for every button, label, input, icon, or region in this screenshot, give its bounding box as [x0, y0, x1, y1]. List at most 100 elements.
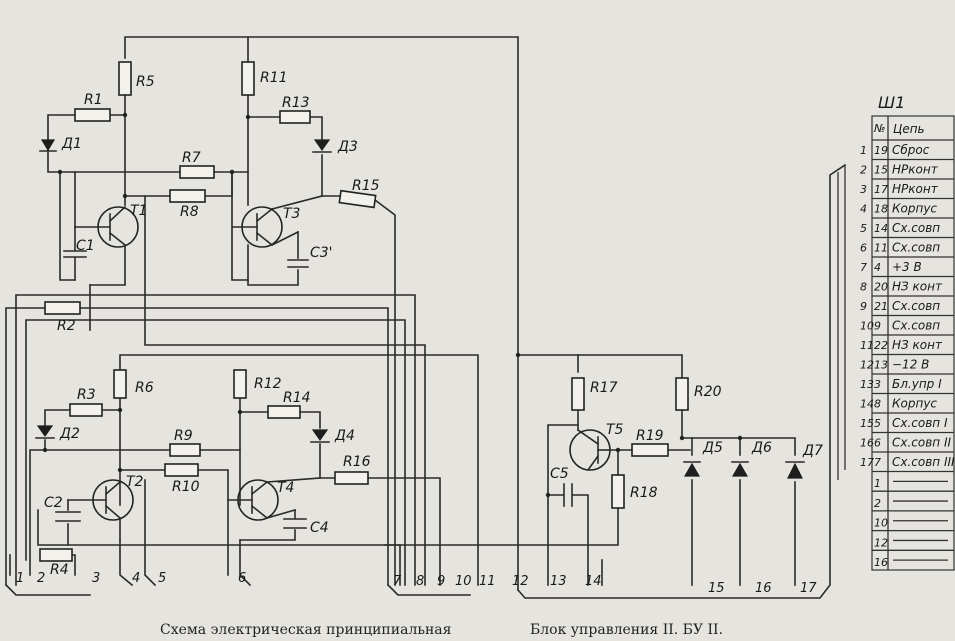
transistors: T1 T3 T2 T4: [67, 195, 624, 541]
resistor-r15-label: R15: [352, 178, 380, 194]
pin-7: 7: [393, 574, 402, 589]
connector-row-pin: 13: [860, 378, 874, 391]
connector-row-name: Сх.совп II: [892, 436, 952, 450]
wire: [367, 477, 441, 586]
resistor-r9: [169, 443, 201, 457]
resistor-r16: [334, 471, 369, 485]
connector-spare-contact: 2: [874, 497, 881, 510]
connector-row-pin: 11: [860, 339, 874, 352]
resistor-r12: [233, 369, 247, 399]
connector-row-name: Сброс: [892, 143, 930, 157]
diode-d4-label: Д4: [334, 428, 355, 444]
resistor-r2-label: R2: [57, 318, 76, 334]
wire: [299, 411, 321, 429]
wire: [239, 529, 296, 541]
connector-row: 8 20 НЗ конт: [860, 280, 943, 294]
connector-header-no: №: [873, 122, 885, 135]
harness-bottom-mid: [386, 583, 471, 596]
connector-row-pin: 10: [860, 320, 874, 333]
connector-row-contact: 5: [874, 417, 881, 430]
caption-right: Блок управления II. БУ II.: [530, 622, 723, 638]
resistor-r13: [279, 110, 311, 124]
junctions: [42, 112, 743, 498]
wiring: [4, 36, 847, 599]
resistor-r20: [675, 377, 689, 411]
wire: [577, 354, 683, 379]
diode-d2: [35, 425, 55, 439]
wire: [37, 509, 401, 586]
connector-row-name: −12 В: [892, 358, 929, 372]
connector-row-pin: 4: [860, 203, 867, 216]
diode-d2-label: Д2: [59, 426, 80, 442]
transistor-t4-label: T4: [277, 480, 294, 496]
resistor-r16-label: R16: [343, 454, 371, 470]
resistors: R5 R1 R7 R8 R11 R13 R15 R2 R6 R3 R9 R10 …: [39, 61, 722, 578]
pin-11: 11: [479, 574, 496, 589]
transistor-t5: [569, 428, 611, 472]
resistor-r7: [179, 165, 215, 179]
transistor-t1-label: T1: [130, 203, 147, 219]
connector-row-pin: 8: [860, 281, 867, 294]
wire: [59, 171, 76, 281]
transistor-t4: [227, 477, 321, 521]
resistor-r7-label: R7: [182, 150, 201, 166]
connector-row-name: Сх.совп III: [892, 455, 955, 469]
resistor-r6-label: R6: [135, 380, 154, 396]
wire: [239, 539, 252, 587]
connector-row-contact: 18: [874, 203, 888, 216]
resistor-r4: [39, 548, 73, 562]
connector-row-contact: 7: [874, 456, 881, 469]
diode-d4: [310, 429, 330, 443]
connector-row-name: Сх.совп: [892, 299, 940, 313]
resistor-r2: [44, 301, 81, 315]
resistor-r10: [164, 463, 199, 477]
capacitor-c1: [63, 250, 87, 258]
pin-8: 8: [416, 574, 424, 589]
wire: [144, 195, 426, 586]
connector-row-pin: 1: [860, 144, 867, 157]
transistor-t2: [67, 479, 134, 541]
connector-row-contact: 14: [874, 222, 888, 235]
connector-row-contact: 15: [874, 164, 888, 177]
connector-row-name: Бл.упр I: [892, 377, 942, 391]
connector-row-name: НРконт: [892, 182, 939, 196]
resistor-r10-label: R10: [172, 479, 200, 495]
diode-d3: [312, 139, 332, 153]
resistor-r9-label: R9: [174, 428, 193, 444]
resistor-r6: [113, 369, 127, 399]
wire: [231, 171, 249, 281]
connector-row-pin: 2: [860, 164, 867, 177]
connector-row-name: Сх.совп: [892, 221, 940, 235]
pin-1: 1: [16, 571, 24, 586]
wire: [25, 319, 406, 586]
connector-row-pin: 16: [860, 437, 874, 450]
wire: [319, 443, 336, 479]
resistor-r8-label: R8: [180, 204, 199, 220]
capacitor-c4-label: C4: [310, 520, 329, 536]
harness-bottom-left: [4, 583, 91, 596]
connector-row-contact: 20: [874, 281, 888, 294]
connector-row-pin: 6: [860, 242, 867, 255]
pin-2: 2: [37, 571, 45, 586]
wire: [144, 479, 157, 587]
wire: [572, 494, 589, 586]
connector-row-name: НЗ конт: [892, 280, 943, 294]
pin-14: 14: [585, 574, 602, 589]
diode-d1-label: Д1: [61, 136, 82, 152]
wire: [44, 409, 71, 426]
pin-17: 17: [800, 581, 817, 596]
connector-row-pin: 9: [860, 300, 867, 313]
resistor-r18: [611, 474, 625, 509]
pin-13: 13: [550, 574, 567, 589]
resistor-r15: [338, 189, 377, 209]
diode-d7: [785, 461, 805, 479]
pin-4: 4: [132, 571, 140, 586]
